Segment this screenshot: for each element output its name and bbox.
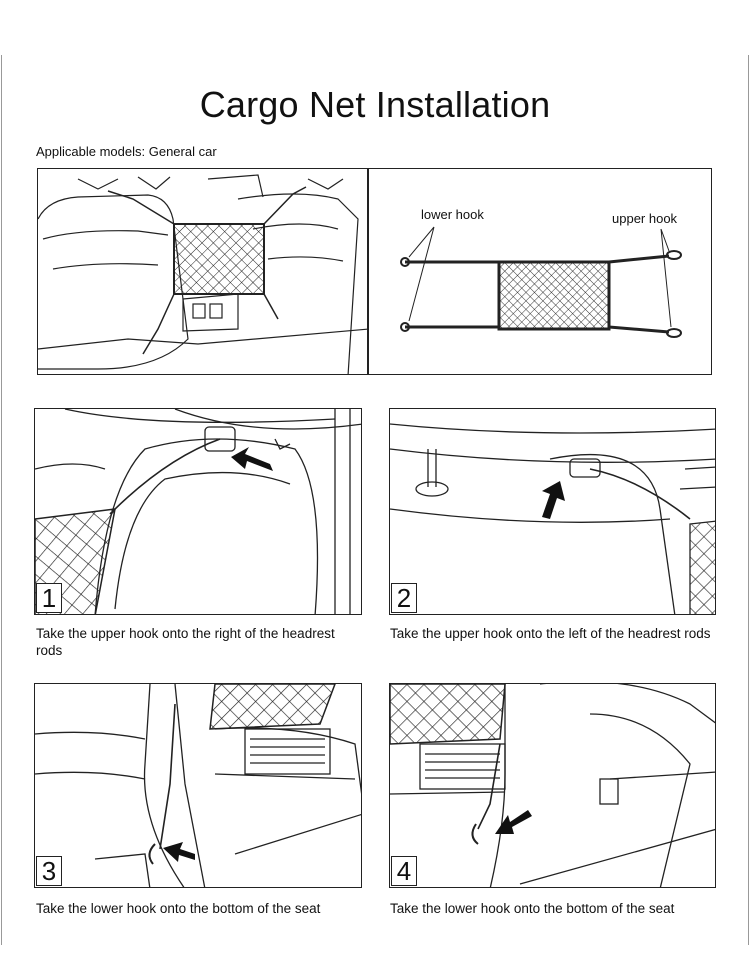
overview-car-illustration — [37, 168, 368, 375]
page-edge-right — [748, 55, 749, 945]
page-title: Cargo Net Installation — [199, 84, 551, 125]
step-2-number: 2 — [391, 583, 417, 613]
step-2-illustration: 2 — [389, 408, 716, 615]
step-1-caption: Take the upper hook onto the right of th… — [36, 626, 335, 658]
step-1-number: 1 — [36, 583, 62, 613]
step-4-illustration: 4 — [389, 683, 716, 888]
net-diagram: lower hook upper hook — [368, 168, 712, 375]
step-3-number: 3 — [36, 856, 62, 886]
applicable-models-text: Applicable models: General car — [36, 144, 217, 159]
upper-hook-label: upper hook — [612, 211, 678, 226]
step-2-caption: Take the upper hook onto the left of the… — [390, 626, 711, 641]
step-3-illustration: 3 — [34, 683, 362, 888]
lower-hook-label: lower hook — [421, 207, 484, 222]
step-4-caption: Take the lower hook onto the bottom of t… — [390, 901, 675, 916]
page-edge-left — [1, 55, 2, 945]
step-4-number: 4 — [391, 856, 417, 886]
step-3-caption: Take the lower hook onto the bottom of t… — [36, 901, 321, 916]
step-1-illustration: 1 — [34, 408, 362, 615]
